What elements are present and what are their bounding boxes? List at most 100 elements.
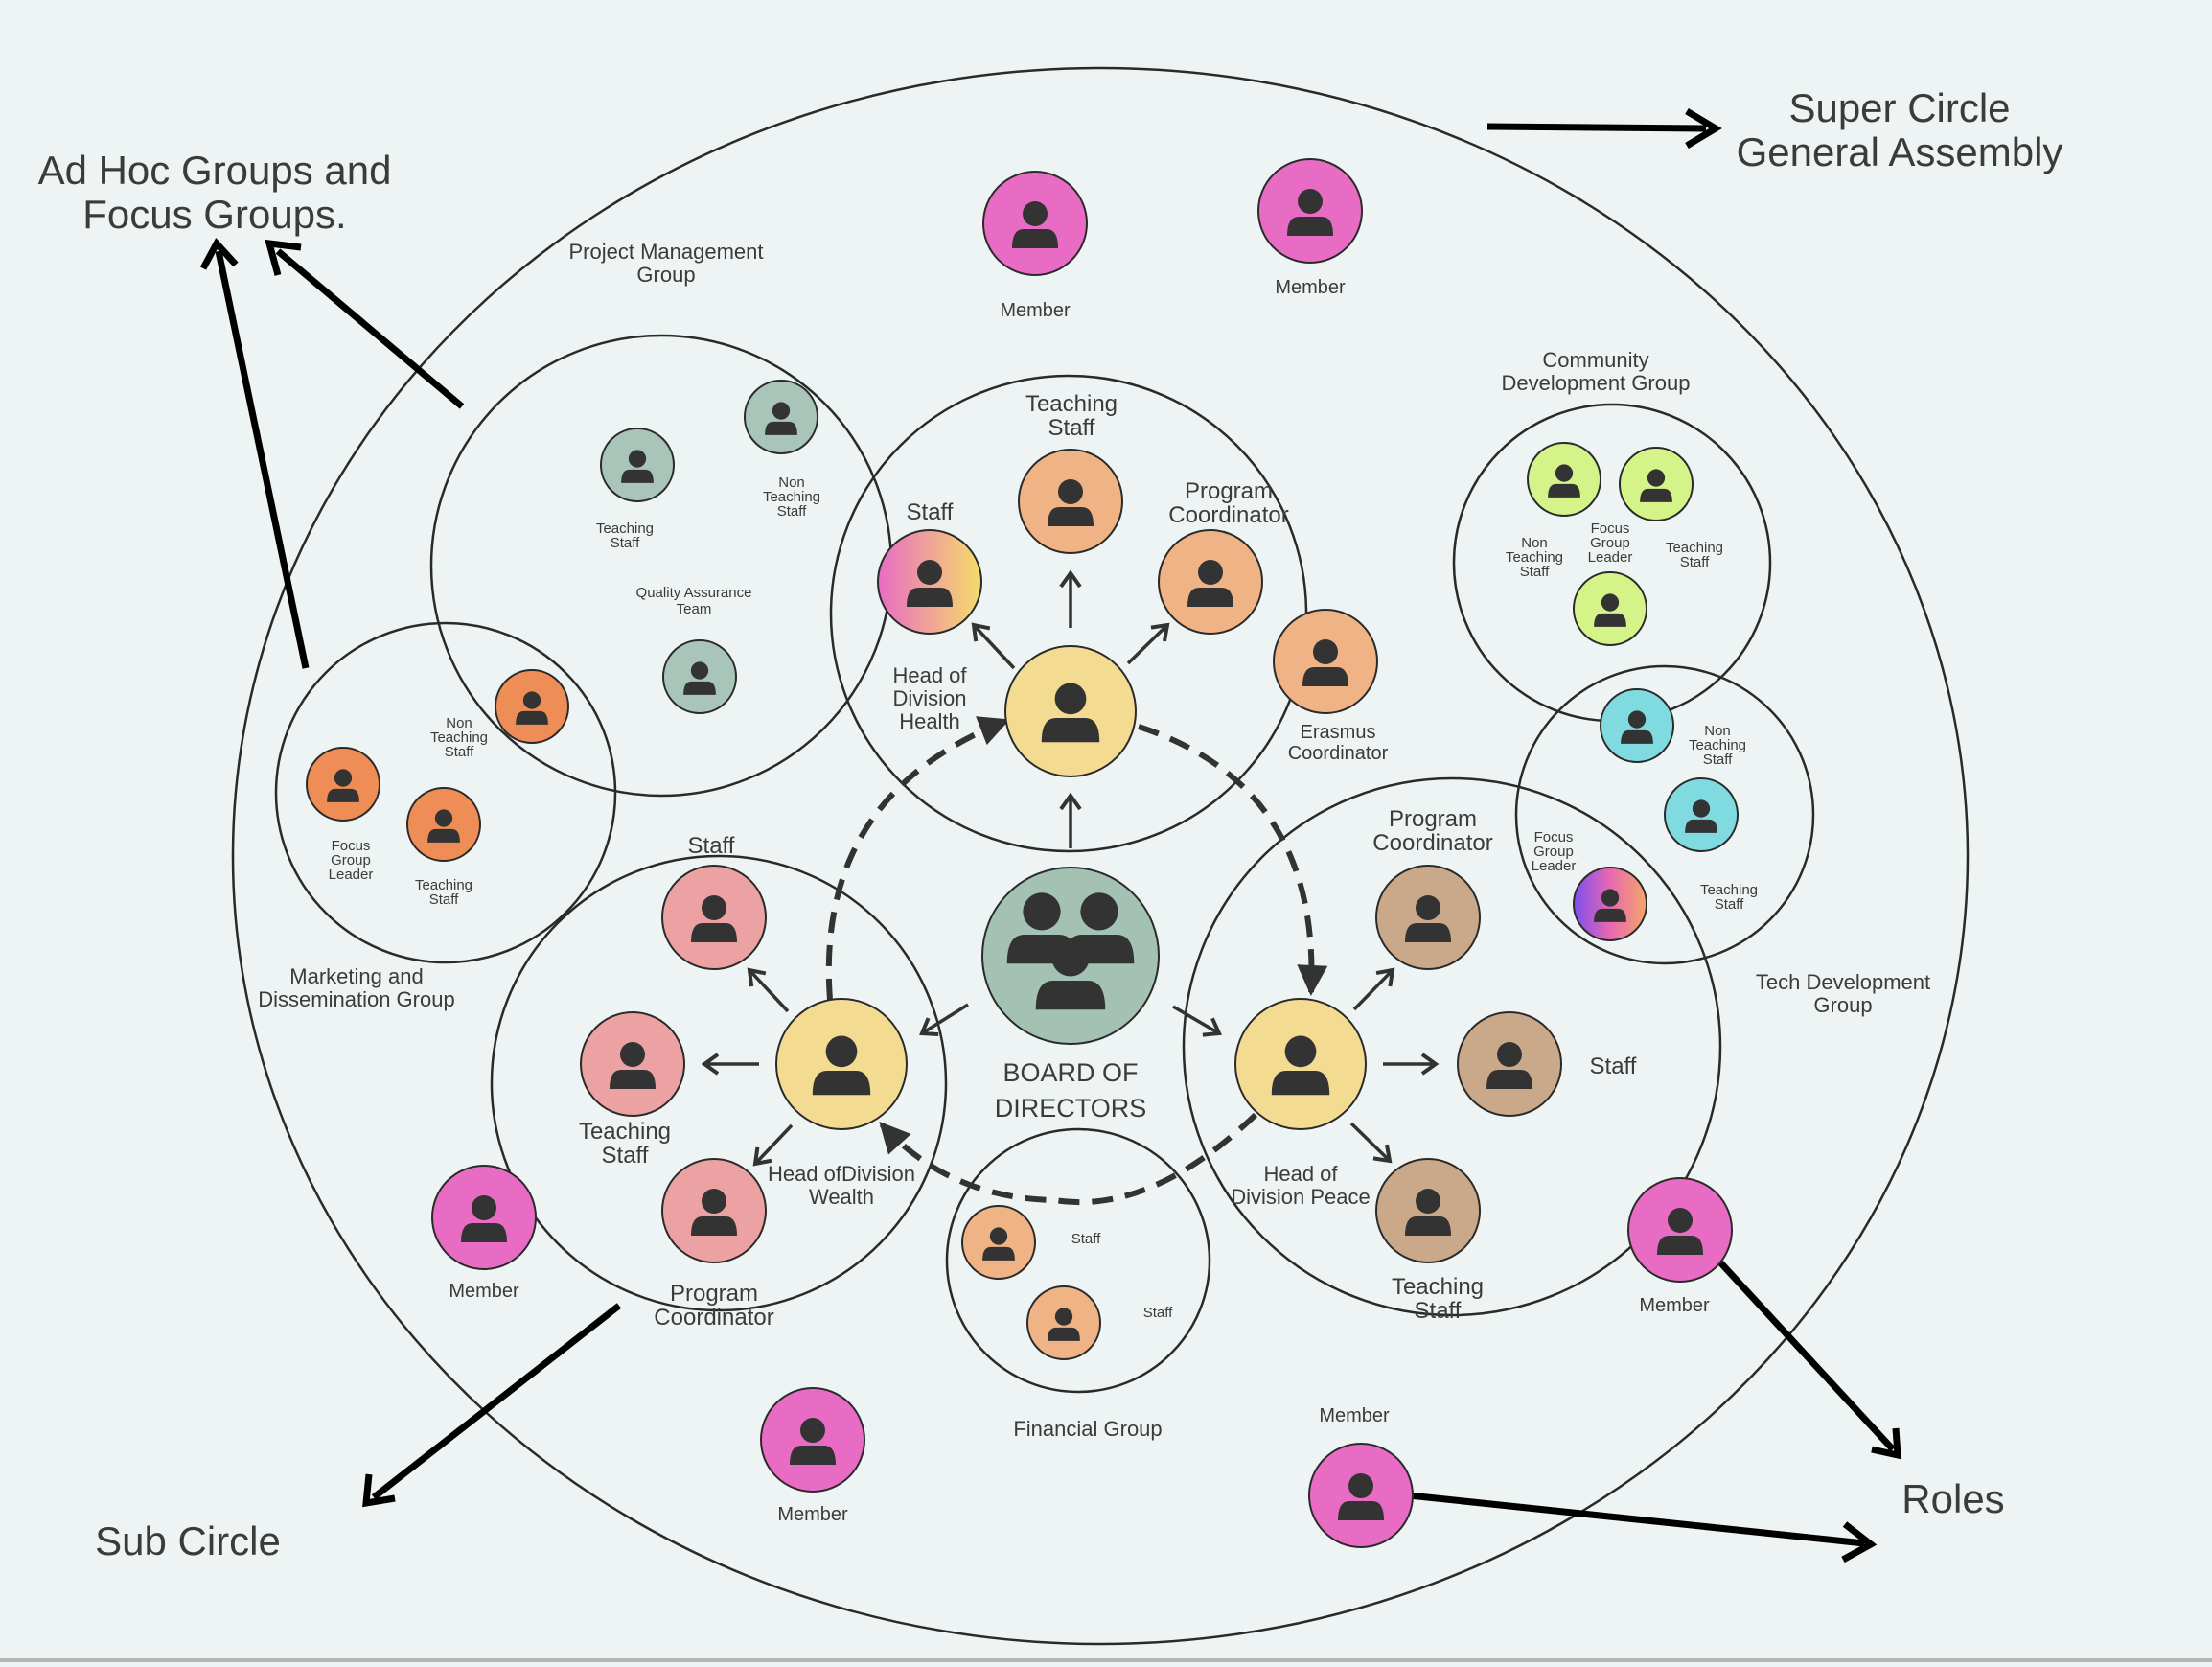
tech-teaching-staff[interactable] bbox=[1664, 777, 1739, 852]
person-head-glyph bbox=[1497, 1042, 1522, 1067]
head-peace-label-line: Division Peace bbox=[1231, 1185, 1371, 1209]
arrow-peace-to-coordinator bbox=[1352, 967, 1395, 1011]
member-top-2-label-line: Member bbox=[1275, 277, 1346, 298]
wealth-teaching-staff[interactable] bbox=[580, 1011, 685, 1117]
head-wealth-label-line: Head ofDivision bbox=[768, 1162, 915, 1186]
arrow-to-sub-circle bbox=[371, 1303, 622, 1500]
group-tech-development-line: Tech Development bbox=[1756, 970, 1930, 994]
person-head-glyph bbox=[334, 769, 353, 787]
health-coordinator-label-line: Coordinator bbox=[1168, 502, 1288, 528]
erasmus-coordinator[interactable] bbox=[1273, 609, 1378, 714]
annotation-roles-line: Roles bbox=[1901, 1476, 2004, 1521]
arrow-to-ad-hoc-1 bbox=[275, 248, 465, 409]
member-left[interactable] bbox=[431, 1165, 537, 1270]
person-body-glyph bbox=[427, 828, 460, 843]
person-body-glyph bbox=[765, 421, 797, 435]
health-teaching-staff[interactable] bbox=[1018, 449, 1123, 554]
group-marketing-line: Marketing and bbox=[289, 964, 423, 988]
arrow-head-super-circle bbox=[1685, 107, 1722, 150]
head-division-wealth[interactable] bbox=[775, 998, 908, 1130]
pm-teaching-label-line: Teaching bbox=[596, 521, 654, 537]
mkt-teaching-staff[interactable] bbox=[406, 787, 481, 862]
head-division-peace[interactable] bbox=[1234, 998, 1367, 1130]
wealth-staff[interactable] bbox=[661, 865, 767, 970]
dashed-cycle bbox=[825, 716, 1328, 1206]
group-community-development-line: Development Group bbox=[1502, 371, 1691, 395]
cd-non-teaching-staff[interactable] bbox=[1527, 442, 1601, 517]
person-head-glyph bbox=[434, 809, 453, 827]
health-program-coordinator[interactable] bbox=[1158, 529, 1263, 635]
cd-focus-label-line: Focus bbox=[1591, 521, 1630, 537]
head-health-label-line: Division bbox=[892, 686, 966, 710]
wealth-program-coordinator[interactable] bbox=[661, 1158, 767, 1263]
tech-focus-group-leader[interactable] bbox=[1573, 867, 1647, 941]
person-body-glyph bbox=[1621, 729, 1653, 744]
person-head-glyph bbox=[620, 1042, 645, 1067]
peace-staff[interactable] bbox=[1457, 1011, 1562, 1117]
member-top-1[interactable] bbox=[982, 171, 1088, 276]
person-head-glyph bbox=[1416, 1189, 1440, 1214]
pm-quality-assurance[interactable] bbox=[662, 639, 737, 714]
peace-coordinator-label-line: Program bbox=[1389, 806, 1477, 832]
person-head-glyph bbox=[628, 450, 647, 468]
member-right[interactable] bbox=[1627, 1177, 1733, 1283]
person-head-glyph bbox=[1601, 889, 1620, 907]
health-staff-label: Staff bbox=[907, 499, 954, 525]
fin-staff-2[interactable] bbox=[1026, 1285, 1101, 1360]
person-body-glyph bbox=[982, 1246, 1015, 1261]
peace-division-circle bbox=[1182, 776, 1722, 1317]
person-head-glyph bbox=[702, 1189, 726, 1214]
project-management-circle bbox=[429, 334, 893, 798]
arrow-board-to-wealth bbox=[919, 1003, 969, 1037]
mkt-non-teaching-staff[interactable] bbox=[495, 669, 569, 744]
person-body-glyph bbox=[621, 469, 654, 483]
annotation-roles: Roles bbox=[1901, 1476, 2004, 1521]
board-of-directors[interactable] bbox=[981, 867, 1160, 1045]
peace-program-coordinator[interactable] bbox=[1375, 865, 1481, 970]
tech-non-teaching-staff[interactable] bbox=[1600, 688, 1674, 763]
mkt-focus-group-leader[interactable] bbox=[306, 747, 380, 822]
cd-teaching-staff[interactable] bbox=[1619, 447, 1694, 521]
person-body-glyph bbox=[1035, 981, 1106, 1010]
member-top-1-label: Member bbox=[1000, 300, 1071, 321]
person-head-glyph bbox=[772, 402, 791, 420]
peace-teaching-label-line: Teaching bbox=[1392, 1274, 1484, 1300]
wealth-staff-label-line: Staff bbox=[688, 833, 735, 859]
person-body-glyph bbox=[1271, 1071, 1330, 1096]
person-head-glyph bbox=[1668, 1208, 1693, 1233]
person-head-glyph bbox=[1416, 895, 1440, 920]
person-body-glyph bbox=[1048, 1327, 1080, 1341]
person-body-glyph bbox=[1405, 1216, 1451, 1236]
health-staff[interactable] bbox=[877, 529, 982, 635]
cd-non-teaching-label-line: Teaching bbox=[1506, 549, 1563, 566]
person-head-glyph bbox=[1198, 560, 1223, 585]
erasmus-label-line: Coordinator bbox=[1288, 743, 1389, 764]
person-head-glyph bbox=[1023, 892, 1061, 931]
erasmus-label-line: Erasmus bbox=[1301, 722, 1376, 743]
pm-non-teaching-staff[interactable] bbox=[744, 380, 818, 454]
dashed-wealth-to-health bbox=[825, 716, 1010, 1001]
person-body-glyph bbox=[1041, 718, 1100, 743]
cd-focus-label-line: Group bbox=[1590, 535, 1630, 551]
peace-teaching-staff[interactable] bbox=[1375, 1158, 1481, 1263]
member-bottom-label: Member bbox=[1319, 1405, 1390, 1426]
pm-teaching-staff[interactable] bbox=[600, 428, 675, 502]
arrow-health-to-coordinator bbox=[1126, 622, 1170, 665]
person-body-glyph bbox=[1685, 819, 1717, 833]
member-bottom[interactable] bbox=[1308, 1443, 1414, 1548]
fin-staff-1[interactable] bbox=[961, 1205, 1036, 1280]
member-bottom-left[interactable] bbox=[760, 1387, 865, 1493]
member-top-2[interactable] bbox=[1257, 158, 1363, 264]
head-division-health[interactable] bbox=[1004, 645, 1137, 777]
person-body-glyph bbox=[610, 1070, 656, 1089]
cd-focus-group-leader[interactable] bbox=[1573, 571, 1647, 646]
